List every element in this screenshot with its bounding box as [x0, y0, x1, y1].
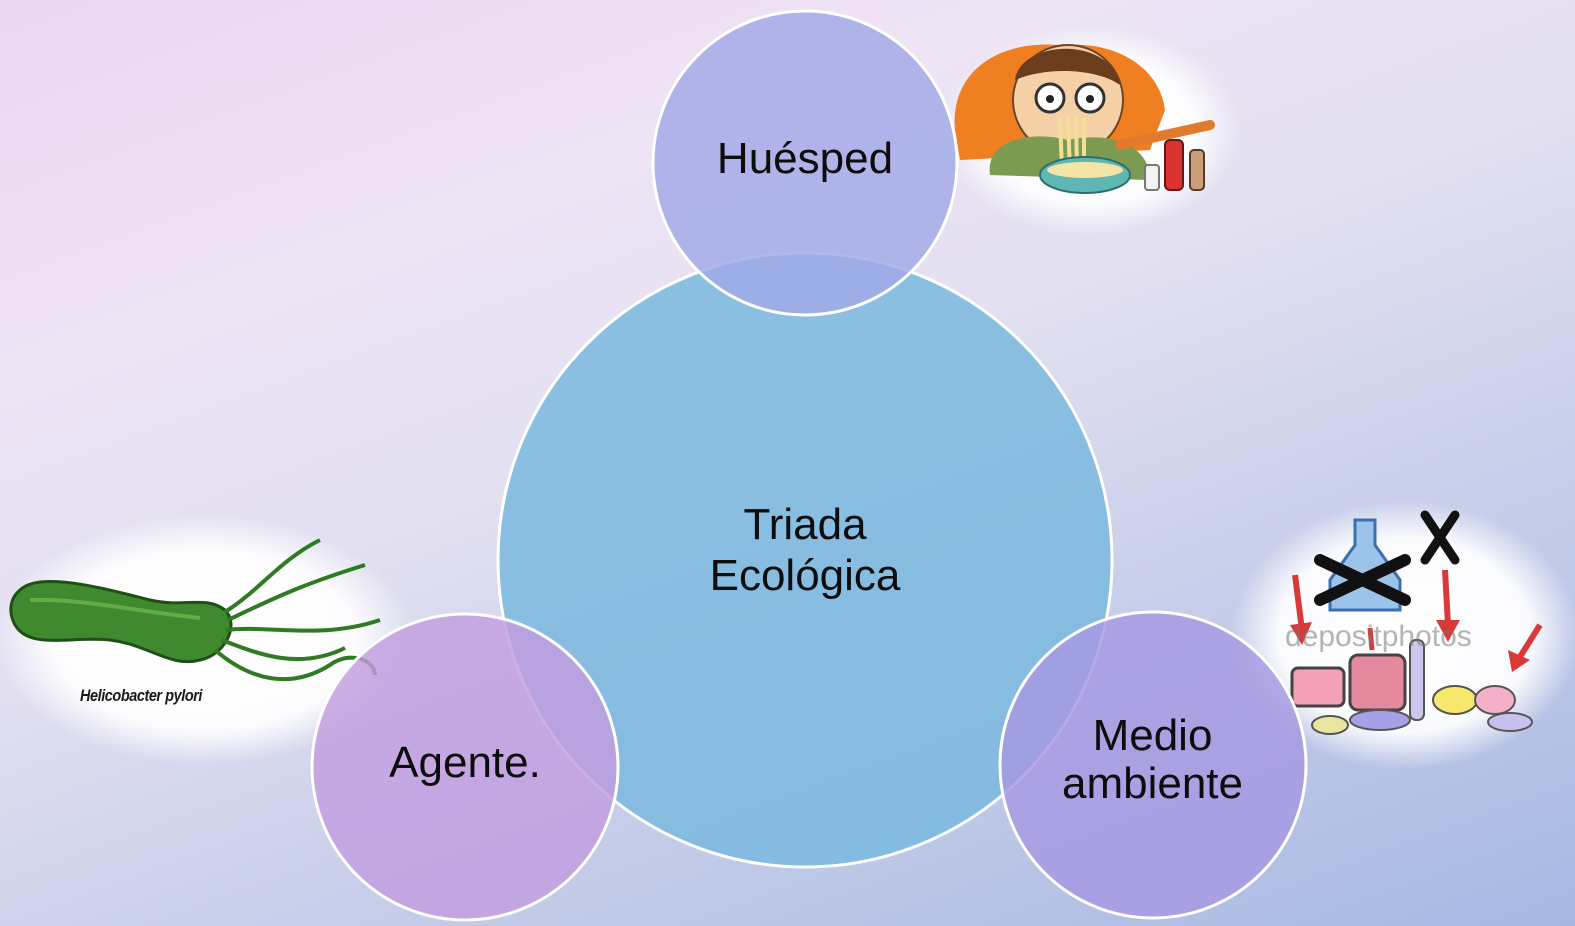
- boy-eating-noodles-icon: [940, 25, 1240, 235]
- center-label: Triada Ecológica: [655, 500, 955, 601]
- agent-label: Agente.: [389, 738, 541, 787]
- center-label-line-2: Ecológica: [709, 550, 901, 600]
- host-label: Huésped: [716, 134, 894, 183]
- environment-label-line-2: ambiente: [1061, 759, 1243, 809]
- bacterium-icon: [0, 515, 415, 765]
- center-label-line-1: Triada: [743, 500, 867, 549]
- environment-label: Medio ambiente: [1030, 711, 1275, 809]
- image-watermark: depositphotos: [1285, 620, 1472, 653]
- agent-circle: [310, 612, 620, 922]
- medicines-icon: [1230, 500, 1575, 770]
- bacterium-caption: Helicobacter pylori: [80, 686, 203, 705]
- environment-label-line-1: Medio: [1092, 711, 1213, 760]
- host-circle: [651, 9, 959, 317]
- environment-circle: [998, 610, 1308, 920]
